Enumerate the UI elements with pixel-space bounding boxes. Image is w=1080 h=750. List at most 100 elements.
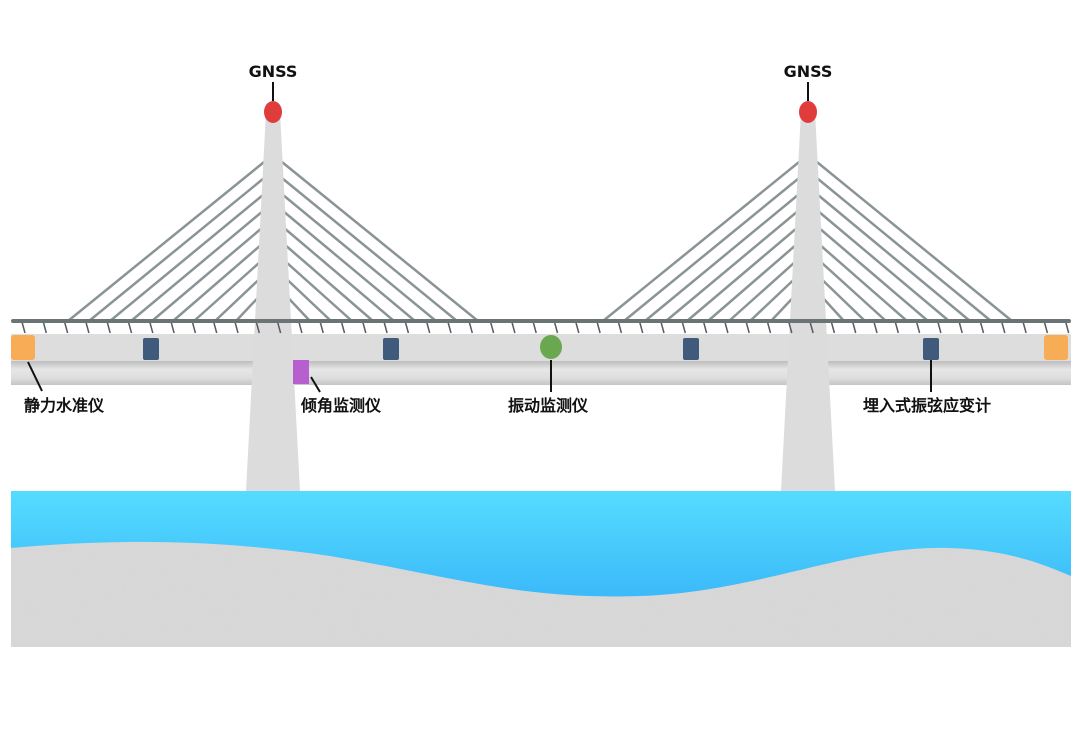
hanger bbox=[149, 321, 154, 334]
hanger bbox=[42, 321, 48, 334]
hanger bbox=[447, 321, 452, 334]
hanger bbox=[745, 321, 750, 334]
stay-cable bbox=[811, 157, 1013, 322]
hanger bbox=[276, 321, 282, 334]
hanger bbox=[915, 321, 921, 334]
stay-cable bbox=[665, 205, 805, 322]
gnss-sensor-left bbox=[264, 101, 282, 123]
static-level-sensor-right bbox=[1044, 335, 1068, 360]
hanger bbox=[873, 321, 878, 334]
hanger bbox=[255, 321, 261, 334]
hanger bbox=[958, 321, 963, 334]
hanger bbox=[425, 321, 431, 334]
stay-cable bbox=[130, 205, 270, 322]
tower-left bbox=[246, 112, 300, 491]
stay-cable bbox=[811, 221, 929, 322]
stay-cable bbox=[151, 221, 270, 322]
hanger bbox=[106, 321, 111, 334]
tower-right bbox=[781, 112, 835, 491]
stay-cable bbox=[276, 221, 395, 322]
hanger bbox=[212, 321, 218, 334]
hanger bbox=[851, 321, 857, 334]
hanger bbox=[1001, 321, 1006, 334]
hanger bbox=[383, 321, 388, 334]
stay-cable bbox=[172, 237, 270, 322]
deck-rail bbox=[11, 319, 1071, 323]
stay-cable bbox=[602, 157, 805, 322]
hanger bbox=[170, 321, 175, 334]
hanger bbox=[191, 321, 197, 334]
strain-gauge-sensor bbox=[383, 338, 399, 360]
strain-gauge-label: 埋入式振弦应变计 bbox=[863, 396, 991, 415]
stay-cables bbox=[67, 157, 1013, 322]
strain-gauge-sensor bbox=[923, 338, 939, 360]
hanger bbox=[724, 321, 729, 334]
stay-cable bbox=[644, 189, 805, 322]
static-level-sensor-left bbox=[11, 335, 35, 360]
stay-cable bbox=[811, 253, 887, 322]
stay-cable bbox=[276, 253, 353, 322]
hanger bbox=[85, 321, 90, 334]
inclinometer-sensor bbox=[293, 360, 309, 384]
hanger bbox=[319, 321, 324, 334]
stay-cable bbox=[67, 157, 270, 322]
hanger bbox=[63, 321, 69, 334]
vibration-sensor bbox=[540, 335, 562, 359]
hanger bbox=[575, 321, 580, 334]
hanger bbox=[809, 321, 814, 334]
gnss-label-left: GNSS bbox=[249, 62, 298, 81]
stay-cable bbox=[811, 173, 992, 322]
gnss-sensor-right bbox=[799, 101, 817, 123]
hanger bbox=[702, 321, 708, 334]
hanger bbox=[660, 321, 665, 334]
hanger bbox=[766, 321, 772, 334]
hanger bbox=[979, 321, 985, 334]
hanger bbox=[937, 321, 942, 334]
hanger bbox=[638, 321, 644, 334]
hanger bbox=[1043, 321, 1049, 334]
stay-cable bbox=[686, 221, 805, 322]
hanger bbox=[681, 321, 687, 334]
static-level-label: 静力水准仪 bbox=[24, 396, 105, 415]
hanger bbox=[21, 321, 26, 334]
hanger bbox=[1022, 321, 1027, 334]
hanger bbox=[362, 321, 367, 334]
hanger bbox=[511, 321, 516, 334]
stay-cable bbox=[276, 189, 437, 322]
vibration-label: 振动监测仪 bbox=[508, 396, 589, 415]
hanger bbox=[489, 321, 495, 334]
leader-lines bbox=[27, 82, 932, 393]
hanger bbox=[127, 321, 133, 334]
inclinometer-label: 倾角监测仪 bbox=[300, 396, 382, 415]
hanger bbox=[830, 321, 836, 334]
hanger bbox=[340, 321, 346, 334]
stay-cable bbox=[276, 205, 416, 322]
hanger bbox=[596, 321, 601, 334]
hanger bbox=[532, 321, 537, 334]
hangers bbox=[21, 321, 1070, 334]
stay-cable bbox=[728, 253, 805, 322]
gnss-label-right: GNSS bbox=[784, 62, 833, 81]
hanger bbox=[617, 321, 623, 334]
hanger bbox=[788, 321, 793, 334]
stay-cable bbox=[811, 237, 908, 322]
strain-gauge-sensor bbox=[143, 338, 159, 360]
hanger bbox=[1064, 321, 1070, 334]
stay-cable bbox=[707, 237, 805, 322]
hanger bbox=[468, 321, 474, 334]
stay-cable bbox=[623, 173, 805, 322]
stay-cable bbox=[276, 173, 458, 322]
deck-beam bbox=[11, 361, 1071, 385]
hanger bbox=[404, 321, 410, 334]
stay-cable bbox=[276, 157, 479, 322]
hanger bbox=[894, 321, 900, 334]
stay-cable bbox=[276, 237, 374, 322]
strain-gauge-sensor bbox=[683, 338, 699, 360]
stay-cable bbox=[88, 173, 270, 322]
stay-cable bbox=[193, 253, 270, 322]
stay-cable bbox=[811, 205, 950, 322]
hanger bbox=[553, 321, 559, 334]
stay-cable bbox=[109, 189, 270, 322]
hanger bbox=[298, 321, 303, 334]
